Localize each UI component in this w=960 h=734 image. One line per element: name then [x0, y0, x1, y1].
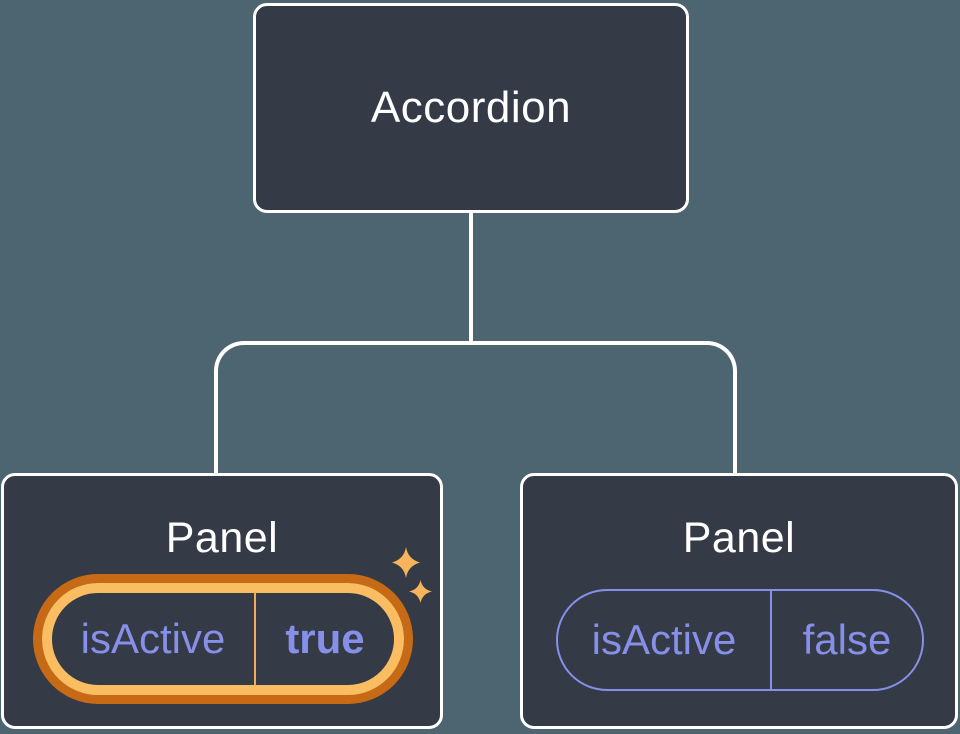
state-value-label: false [802, 616, 892, 663]
state-key-label: isActive [591, 616, 737, 663]
root-component-card: Accordion [253, 3, 689, 213]
panel-card-inactive: Panel isActive false [520, 473, 958, 729]
connector-branch [214, 341, 737, 473]
state-value-label: true [285, 615, 365, 662]
panel-active-label: Panel [165, 514, 279, 562]
state-pill-active: isActive true [42, 583, 404, 695]
connector-root-stem [469, 211, 473, 345]
sparkle-icon [392, 547, 420, 583]
state-key-label: isActive [80, 615, 226, 662]
panel-inactive-label: Panel [682, 514, 796, 562]
root-component-label: Accordion [370, 83, 572, 132]
pill-divider [770, 591, 772, 689]
sparkle-icon [409, 580, 432, 608]
pill-divider [254, 593, 256, 685]
panel-card-active: Panel isActive true [1, 473, 443, 729]
state-pill-inactive: isActive false [556, 589, 924, 691]
